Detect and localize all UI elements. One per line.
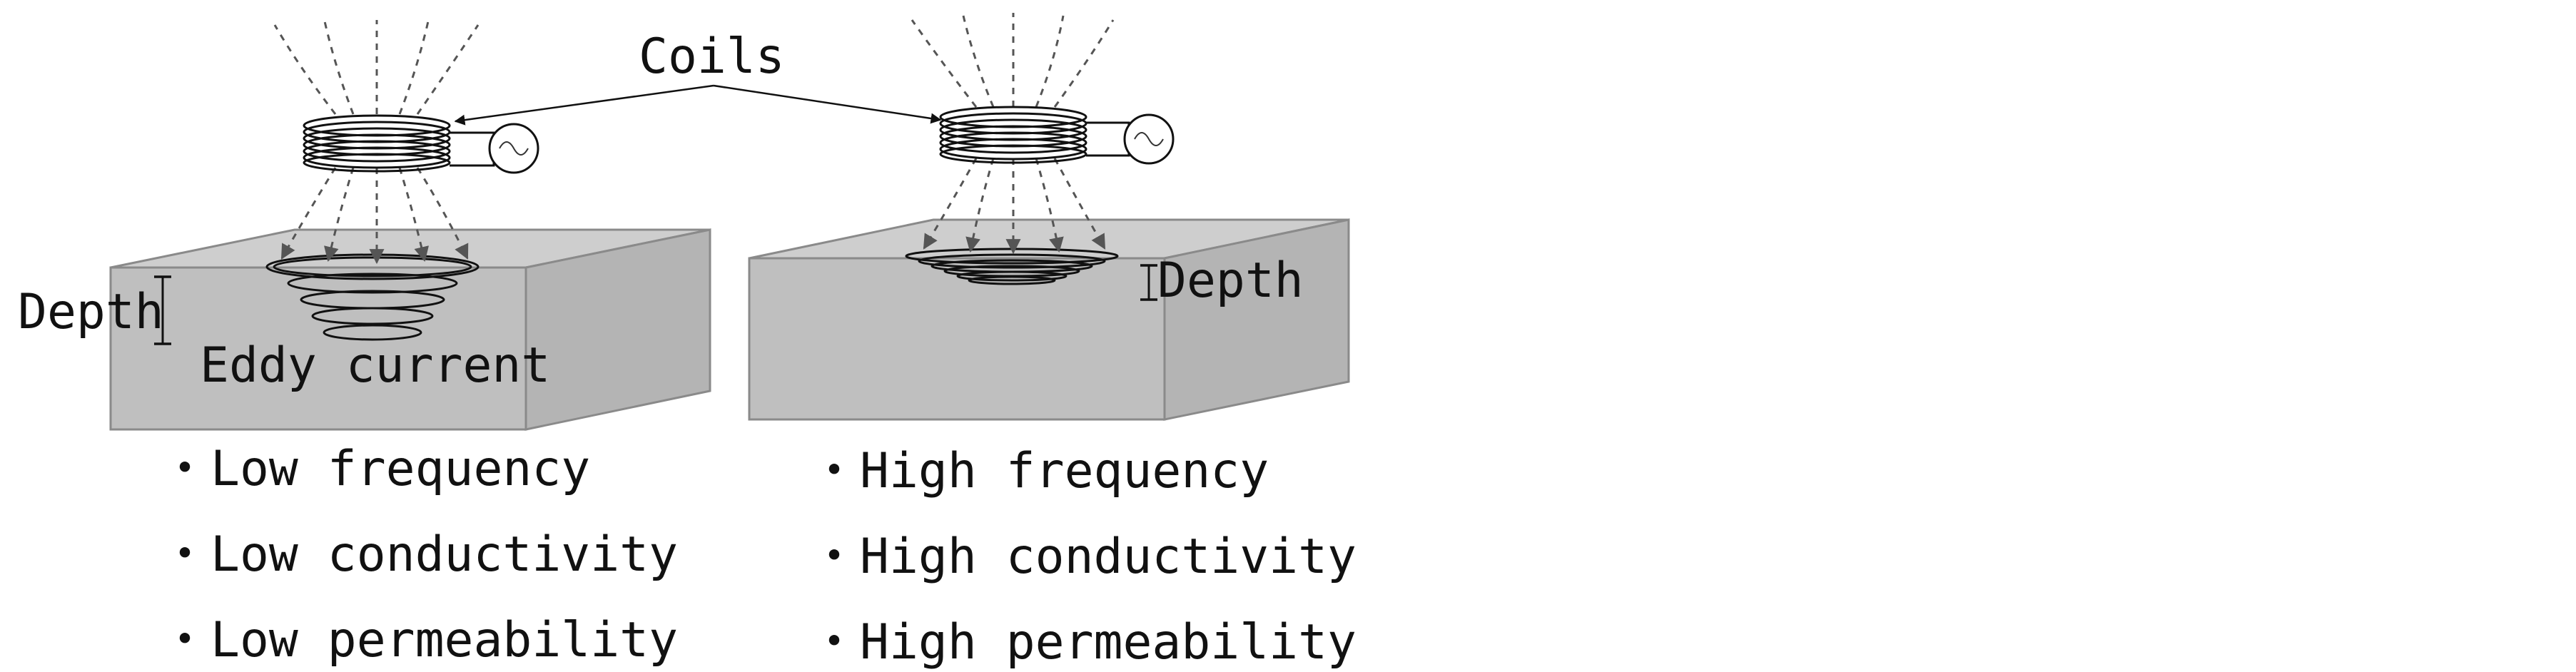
right-condition-item: High frequency: [860, 443, 1269, 499]
right-coil: [939, 106, 1087, 164]
left-condition-item: Low permeability: [211, 612, 678, 668]
eddy-current-label: Eddy current: [200, 337, 550, 394]
depth-label-left: Depth: [18, 284, 164, 340]
bullet: ・: [161, 612, 209, 668]
coils-label: Coils: [639, 29, 785, 85]
right-field-lines: [911, 13, 1115, 255]
left-field-lines: [273, 20, 480, 265]
right-block-side: [1163, 218, 1350, 421]
left-specimen: [109, 20, 711, 431]
left-ac-source: [450, 123, 539, 174]
right-condition-item: High conductivity: [860, 529, 1357, 585]
right-block-front: [748, 257, 1166, 421]
depth-label-right: Depth: [1157, 253, 1304, 309]
coils-leader-lines: [454, 84, 942, 126]
left-conditions-list: ・ Low frequency ・ Low conductivity ・ Low…: [161, 441, 678, 668]
right-eddy-current-rings: [905, 248, 1119, 285]
right-conditions-list: ・ High frequency ・ High conductivity ・ H…: [810, 443, 1357, 671]
bullet: ・: [810, 443, 858, 499]
bullet: ・: [810, 614, 858, 671]
right-ac-source: [1086, 113, 1175, 165]
right-specimen: [748, 13, 1350, 421]
left-coil: [303, 114, 451, 173]
left-condition-item: Low frequency: [211, 441, 590, 497]
left-block-side: [524, 228, 711, 431]
bullet: ・: [810, 529, 858, 585]
bullet: ・: [161, 441, 209, 497]
left-condition-item: Low conductivity: [211, 526, 678, 583]
right-condition-item: High permeability: [860, 614, 1357, 671]
bullet: ・: [161, 526, 209, 583]
